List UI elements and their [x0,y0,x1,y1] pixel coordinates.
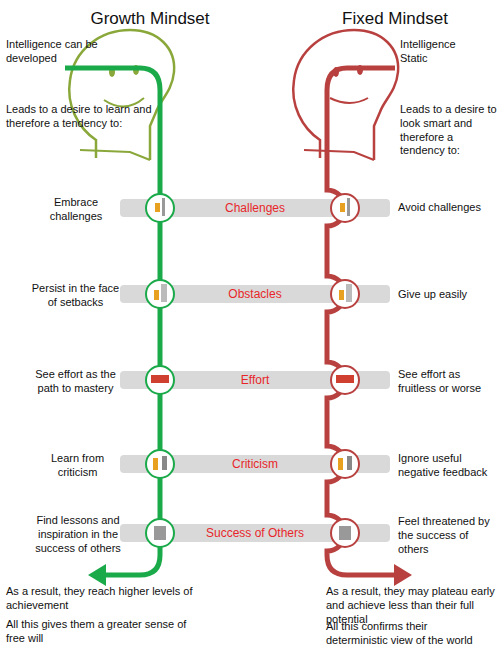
growth-path [65,68,160,575]
behavior-text: Feel threatened by the success of others [398,515,490,556]
behavior-text: Learn from criticism [35,452,120,480]
premise-text: Intelligence Static [400,38,480,66]
premise-text: Intelligence can be developed [6,38,101,66]
icon-ladder [347,198,350,216]
head-outline [293,30,398,160]
icon-circle [146,194,174,222]
icon-circle [331,450,359,478]
icon-figure [340,203,345,212]
icon-figure [155,203,160,212]
behavior-text: Find lessons and inspiration in the succ… [22,514,134,555]
arrow-head [394,564,412,586]
icon-figures [336,375,354,383]
neck-line [80,150,150,160]
icon-circle [331,366,359,394]
head-smile [330,98,368,103]
icon-wall [161,284,167,302]
icon-figure [154,290,159,300]
conclusion-text: All this confirms their deterministic vi… [326,620,491,648]
icon-figure [339,290,344,300]
step-icons [146,194,359,547]
band-label: Challenges [225,202,285,214]
icon-circle [146,519,174,547]
band-label: Obstacles [228,288,281,300]
icon-wall [346,284,352,302]
conclusion-text: All this gives them a greater sense of f… [6,618,191,646]
icon-podium [339,526,351,540]
band-label: Effort [241,374,269,386]
icon-figure [347,456,352,470]
fixed-path [327,68,398,575]
arrow-head [88,564,106,586]
behavior-text: See effort as the path to mastery [28,368,123,396]
icon-circle [146,280,174,308]
band-label: Criticism [232,458,278,470]
icon-circle [331,519,359,547]
icon-figure [162,456,167,470]
outcome-text: As a result, they reach higher levels of… [6,585,216,613]
icon-circle [146,450,174,478]
behavior-text: Avoid challenges [398,201,498,215]
column-heading: Growth Mindset [80,8,220,29]
band-label: Success of Others [206,527,304,539]
icon-figure [338,458,343,470]
icon-podium [154,526,166,540]
consequence-text: Leads to a desire to learn and therefore… [6,103,156,131]
behavior-text: Give up easily [398,288,498,302]
behavior-text: See effort as fruitless or worse [398,368,490,396]
behavior-text: Embrace challenges [35,196,117,224]
neck-line [304,150,374,160]
consequence-text: Leads to a desire to look smart and ther… [400,103,498,158]
icon-figures [151,375,169,383]
icon-circle [146,366,174,394]
behavior-text: Persist in the face of setbacks [28,282,123,310]
column-heading: Fixed Mindset [325,8,465,29]
icon-circle [331,280,359,308]
behavior-text: Ignore useful negative feedback [398,452,493,480]
icon-circle [331,194,359,222]
icon-figure [153,458,158,470]
icon-ladder [162,198,165,216]
